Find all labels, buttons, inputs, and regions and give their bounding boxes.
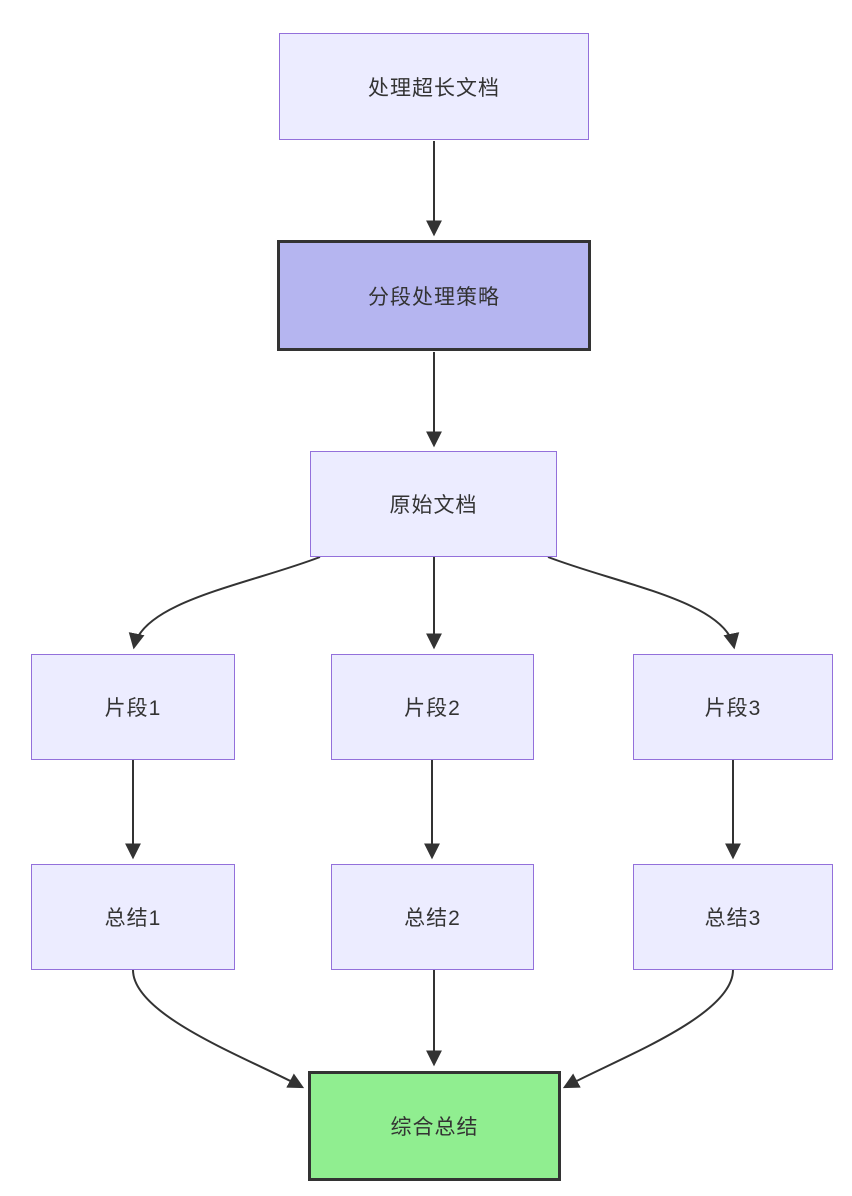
- edge-original-fragment1: [128, 556, 321, 650]
- node-fragment-3: 片段3: [633, 654, 833, 760]
- node-summary-2: 总结2: [331, 864, 534, 970]
- node-summary-3-label: 总结3: [704, 907, 762, 930]
- node-summary-1-label: 总结1: [104, 907, 162, 930]
- node-summary-3: 总结3: [633, 864, 833, 970]
- node-original-document: 原始文档: [310, 451, 557, 557]
- node-final-summary: 综合总结: [308, 1071, 561, 1181]
- node-fragment-1: 片段1: [31, 654, 235, 760]
- node-strategy: 分段处理策略: [277, 240, 591, 351]
- node-fragment-3-label: 片段3: [704, 697, 762, 720]
- node-summary-2-label: 总结2: [404, 907, 461, 930]
- node-original-label: 原始文档: [389, 494, 478, 517]
- edge-summary1-final: [132, 969, 305, 1089]
- node-fragment-1-label: 片段1: [104, 697, 162, 720]
- node-fragment-2: 片段2: [331, 654, 534, 760]
- node-strategy-label: 分段处理策略: [368, 285, 500, 309]
- node-start: 处理超长文档: [279, 33, 589, 140]
- edge-original-fragment3: [547, 556, 740, 650]
- node-start-label: 处理超长文档: [368, 76, 500, 100]
- node-final-summary-label: 综合总结: [390, 1116, 479, 1139]
- edge-summary3-final: [562, 969, 734, 1089]
- node-fragment-2-label: 片段2: [404, 697, 461, 720]
- node-summary-1: 总结1: [31, 864, 235, 970]
